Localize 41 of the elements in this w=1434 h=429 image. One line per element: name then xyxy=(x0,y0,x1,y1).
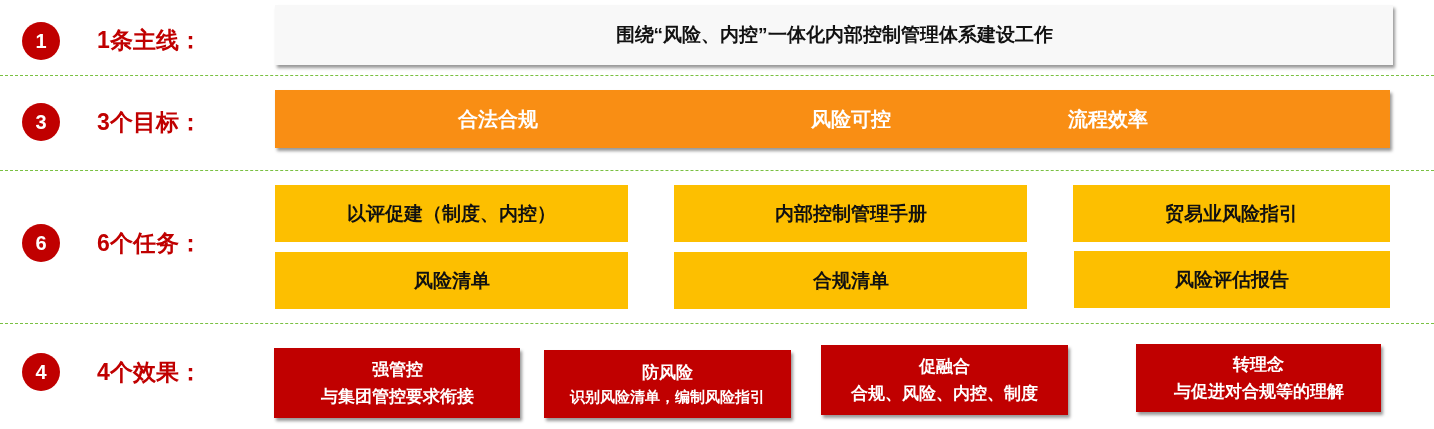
effect-description: 合规、风险、内控、制度 xyxy=(851,383,1038,405)
task-text: 风险清单 xyxy=(413,268,490,293)
task-box xyxy=(674,252,1027,309)
number-badge xyxy=(22,103,60,141)
number-badge xyxy=(22,224,60,262)
number-badge xyxy=(22,353,60,391)
effect-description: 与集团管控要求衔接 xyxy=(320,386,474,408)
effect-title: 防风险 xyxy=(642,361,693,384)
badge-number: 4 xyxy=(35,360,47,384)
task-box xyxy=(1073,185,1390,242)
badge-number: 6 xyxy=(35,231,47,255)
task-text: 风险评估报告 xyxy=(1175,267,1289,292)
row-heading: 4个效果： xyxy=(97,357,202,387)
task-text: 合规清单 xyxy=(812,268,889,293)
task-box xyxy=(275,252,628,309)
goal-text: 流程效率 xyxy=(1068,106,1148,132)
badge-number: 1 xyxy=(35,29,47,53)
row-heading: 1条主线： xyxy=(97,25,202,55)
row-heading: 6个任务： xyxy=(97,228,202,258)
task-box xyxy=(275,185,628,242)
task-text: 贸易业风险指引 xyxy=(1165,201,1298,226)
row-heading: 3个目标： xyxy=(97,107,202,137)
badge-number: 3 xyxy=(35,110,47,134)
goal-text: 合法合规 xyxy=(458,106,538,132)
goals-band xyxy=(275,90,1390,148)
task-text: 以评促建（制度、内控） xyxy=(347,201,556,226)
effect-title: 促融合 xyxy=(919,355,970,378)
effect-title: 强管控 xyxy=(371,358,423,381)
effect-description: 识别风险清单，编制风险指引 xyxy=(570,388,765,407)
task-box xyxy=(1074,251,1390,308)
effect-box xyxy=(821,345,1068,415)
effect-box xyxy=(544,350,791,418)
task-text: 内部控制管理手册 xyxy=(774,201,927,226)
number-badge xyxy=(22,22,60,60)
goal-text: 风险可控 xyxy=(811,106,891,132)
effect-box xyxy=(1136,344,1381,412)
main-line-text: 围绕“风险、内控”一体化内部控制管理体系建设工作 xyxy=(615,23,1053,47)
effect-title: 转理念 xyxy=(1233,353,1284,376)
effect-description: 与促进对合规等的理解 xyxy=(1173,381,1344,403)
effect-box xyxy=(274,348,520,418)
task-box xyxy=(674,185,1027,242)
